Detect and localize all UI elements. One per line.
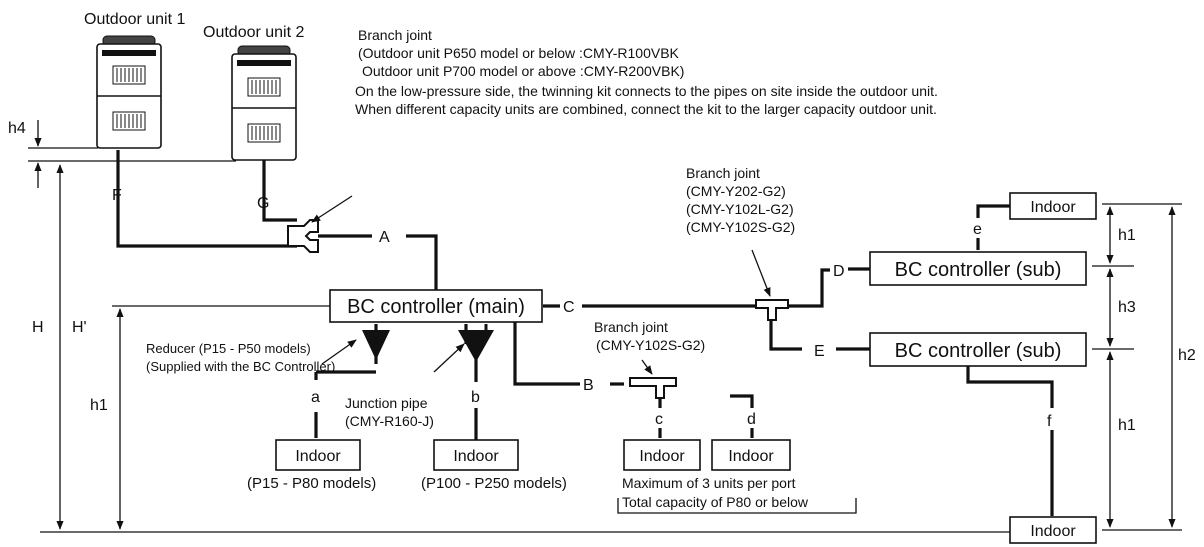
bc-branch-joint-note: Branch joint (CMY-Y202-G2) (CMY-Y102L-G2… (686, 165, 795, 235)
refrigerant-pipes (116, 150, 1054, 516)
pipe-label-C: C (563, 299, 575, 316)
branch-joint-icon (629, 377, 677, 399)
svg-text:(Supplied with the BC Controll: (Supplied with the BC Controller) (146, 359, 335, 374)
indoor-unit-label: Indoor (1030, 523, 1076, 540)
indoor-unit-label: Indoor (1030, 199, 1076, 216)
outdoor-unit-2-label: Outdoor unit 2 (203, 24, 305, 41)
svg-text:Branch joint: Branch joint (686, 165, 760, 181)
small-models-note: (P15 - P80 models) (247, 475, 376, 492)
bc-controller-sub-2 (869, 332, 1087, 367)
outdoor-unit-1 (96, 35, 162, 149)
pipe-label-d: d (747, 411, 756, 428)
bc-controller-sub-1-label: BC controller (sub) (895, 259, 1062, 281)
pipe-label-e: e (973, 221, 982, 238)
svg-text:Branch joint: Branch joint (358, 27, 432, 43)
dim-label-h4: h4 (8, 120, 26, 137)
svg-text:On the low-pressure side, the: On the low-pressure side, the twinning k… (355, 83, 938, 99)
svg-text:Outdoor unit P700 model or abo: Outdoor unit P700 model or above :CMY-R2… (362, 63, 684, 79)
dim-label-h1-left: h1 (90, 397, 108, 414)
port-branch-joint-note: Branch joint (CMY-Y102S-G2) (594, 319, 705, 353)
twinning-kit-note: Branch joint (Outdoor unit P650 model or… (355, 27, 938, 117)
bc-controller-main (329, 289, 543, 323)
indoor-unit (711, 439, 791, 471)
indoor-unit (433, 439, 519, 471)
dim-label-H-prime: H' (72, 319, 87, 336)
pipe-label-b: b (471, 389, 480, 406)
large-models-note: (P100 - P250 models) (421, 475, 567, 492)
reference-lines (28, 147, 1182, 533)
pipe-label-a: a (311, 389, 320, 406)
dim-label-h2: h2 (1178, 347, 1196, 364)
pipe-label-D: D (833, 263, 845, 280)
reducer-icon (362, 330, 390, 360)
dim-label-h1-top: h1 (1118, 227, 1136, 244)
reducer-note: Reducer (P15 - P50 models) (Supplied wit… (146, 341, 335, 374)
svg-text:(Outdoor unit P650 model or be: (Outdoor unit P650 model or below :CMY-R… (358, 45, 680, 61)
svg-text:(CMY-R160-J): (CMY-R160-J) (345, 413, 434, 429)
fan-grille-icon (112, 65, 146, 131)
svg-text:(CMY-Y202-G2): (CMY-Y202-G2) (686, 183, 786, 199)
svg-text:Reducer (P15 - P50 models): Reducer (P15 - P50 models) (146, 341, 311, 356)
indoor-unit-label: Indoor (728, 448, 774, 465)
indoor-unit-label: Indoor (295, 448, 341, 465)
dim-label-h3: h3 (1118, 299, 1136, 316)
dim-label-H: H (32, 319, 44, 336)
bc-controller-sub-1 (869, 251, 1087, 286)
pipe-label-c: c (655, 411, 663, 428)
indoor-unit (275, 439, 361, 471)
svg-text:Junction pipe: Junction pipe (345, 395, 428, 411)
indoor-unit (1009, 516, 1097, 544)
pipe-label-E: E (814, 343, 825, 360)
total-capacity-note: Total capacity of P80 or below (622, 494, 809, 510)
indoor-unit-label: Indoor (453, 448, 499, 465)
junction-pipe-icon (458, 324, 494, 362)
outdoor-unit-1-label: Outdoor unit 1 (84, 11, 186, 28)
dim-label-h1-bottom: h1 (1118, 417, 1136, 434)
indoor-unit-label: Indoor (639, 448, 685, 465)
pipe-label-f: f (1047, 413, 1052, 430)
pipe-label-G: G (257, 195, 269, 212)
dimension-arrows (34, 120, 1176, 530)
bc-controller-sub-2-label: BC controller (sub) (895, 340, 1062, 362)
pipe-label-F: F (112, 187, 122, 204)
bc-controller-main-label: BC controller (main) (347, 296, 525, 318)
max-units-note: Maximum of 3 units per port (622, 475, 796, 491)
junction-pipe-note: Junction pipe (CMY-R160-J) (345, 395, 434, 429)
svg-text:(CMY-Y102L-G2): (CMY-Y102L-G2) (686, 201, 794, 217)
branch-joint-icon (755, 299, 789, 321)
svg-text:Branch joint: Branch joint (594, 319, 668, 335)
svg-text:(CMY-Y102S-G2): (CMY-Y102S-G2) (596, 337, 705, 353)
pointer-arrows (311, 195, 771, 375)
outdoor-unit-2 (231, 45, 297, 161)
svg-text:When different capacity units: When different capacity units are combin… (355, 101, 937, 117)
fan-grille-icon (247, 77, 281, 143)
svg-text:(CMY-Y102S-G2): (CMY-Y102S-G2) (686, 219, 795, 235)
pipe-label-A: A (379, 229, 390, 246)
capacity-bracket (617, 498, 857, 514)
indoor-unit (1009, 192, 1097, 220)
pipe-label-B: B (583, 377, 594, 394)
indoor-unit (623, 439, 701, 471)
